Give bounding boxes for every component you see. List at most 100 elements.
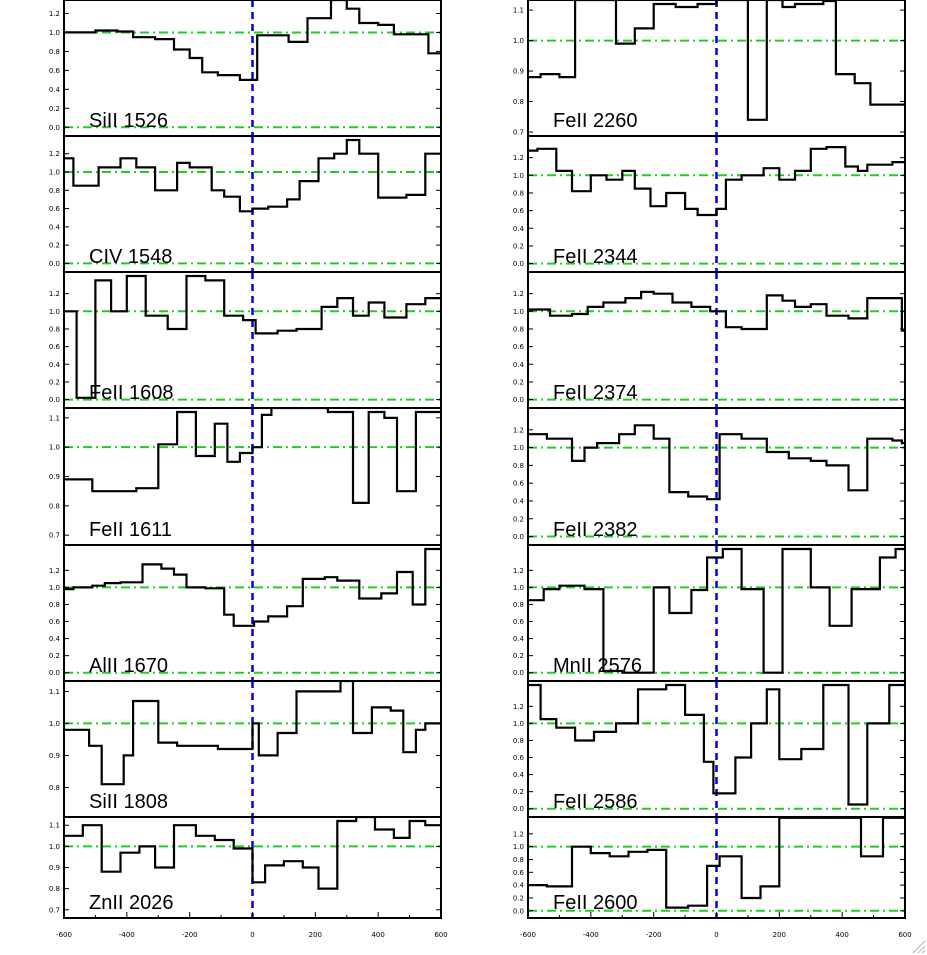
y-tick-label: 1.2 (513, 426, 524, 434)
y-tick-label: 0.2 (513, 242, 524, 250)
y-tick-label: 0.2 (513, 515, 524, 523)
x-tick-label: 0 (714, 931, 718, 939)
y-tick-label: 0.4 (49, 361, 61, 369)
y-tick-label: 1.1 (49, 414, 60, 422)
y-tick-label: 0.8 (513, 98, 524, 106)
flux-spectrum (64, 547, 441, 627)
y-tick-label: 0.2 (49, 652, 60, 660)
y-tick-label: 1.0 (49, 169, 60, 177)
y-tick-label: 0.4 (513, 361, 525, 369)
x-tick-label: 600 (434, 931, 447, 939)
x-tick-label: 400 (835, 931, 848, 939)
y-tick-label: 0.8 (513, 325, 524, 333)
panel-label: FeII 1611 (89, 519, 172, 541)
y-tick-label: 1.2 (513, 830, 524, 838)
panel-label: FeII 2260 (553, 110, 638, 132)
x-tick-label: -600 (56, 931, 72, 939)
y-tick-label: 0.6 (49, 343, 61, 351)
y-tick-label: 1.1 (49, 822, 60, 830)
y-tick-label: 0.6 (513, 480, 525, 488)
y-tick-label: 1.0 (513, 444, 524, 452)
y-tick-label: 1.0 (49, 308, 60, 316)
y-tick-label: 1.2 (49, 150, 60, 158)
y-tick-label: 0.6 (49, 618, 61, 626)
y-tick-label: 0.2 (513, 894, 524, 902)
y-tick-label: 1.0 (513, 37, 524, 45)
y-tick-label: 0.6 (513, 343, 525, 351)
panel-label: FeII 1608 (89, 382, 174, 404)
y-tick-label: 1.0 (49, 720, 60, 728)
y-tick-label: 1.2 (513, 154, 524, 162)
y-tick-label: 0.7 (513, 129, 524, 137)
y-tick-label: 0.8 (49, 187, 60, 195)
y-tick-label: 0.7 (49, 532, 60, 540)
flux-spectrum (64, 408, 441, 504)
y-tick-label: 1.2 (513, 703, 524, 711)
y-tick-label: 0.9 (49, 752, 60, 760)
y-tick-label: 0.2 (49, 105, 60, 113)
flux-spectrum (528, 290, 905, 332)
y-tick-label: 1.0 (49, 29, 60, 37)
y-tick-label: 0.0 (49, 669, 60, 677)
y-tick-label: 1.0 (49, 584, 60, 592)
y-tick-label: 0.0 (513, 260, 524, 268)
y-tick-label: 0.8 (49, 48, 60, 56)
panel-label: FeII 2600 (553, 892, 638, 914)
y-tick-label: 0.8 (513, 462, 524, 470)
y-tick-label: 0.6 (49, 67, 61, 75)
flux-spectrum (64, 138, 441, 213)
x-tick-label: 200 (309, 931, 322, 939)
y-tick-label: 1.0 (513, 308, 524, 316)
y-tick-label: 0.9 (49, 864, 60, 872)
y-tick-label: 0.2 (513, 652, 524, 660)
y-tick-label: 0.8 (49, 601, 60, 609)
y-tick-label: 0.0 (513, 533, 524, 541)
y-tick-label: 1.0 (513, 584, 524, 592)
x-tick-label: 0 (250, 931, 254, 939)
y-tick-label: 0.6 (513, 869, 525, 877)
y-tick-label: 1.1 (513, 7, 524, 15)
y-tick-label: 1.0 (513, 843, 524, 851)
y-tick-label: 0.8 (513, 189, 524, 197)
y-tick-label: 1.2 (513, 290, 524, 298)
y-tick-label: 0.8 (49, 885, 60, 893)
y-tick-label: 0.9 (513, 68, 524, 76)
y-tick-label: 0.0 (513, 396, 524, 404)
y-tick-label: 0.2 (49, 242, 60, 250)
panel-label: AlII 1670 (89, 655, 168, 677)
flux-spectrum (528, 0, 905, 121)
flux-spectrum (64, 817, 441, 890)
y-tick-label: 1.2 (49, 567, 60, 575)
x-tick-label: -400 (583, 931, 599, 939)
y-tick-label: 0.8 (513, 856, 524, 864)
y-tick-label: 0.2 (513, 788, 524, 796)
y-tick-label: 0.9 (49, 473, 60, 481)
y-tick-label: 0.6 (513, 754, 525, 762)
y-tick-label: 0.2 (49, 378, 60, 386)
y-tick-label: 0.6 (513, 207, 525, 215)
flux-spectrum (528, 424, 905, 501)
y-tick-label: 0.4 (513, 497, 525, 505)
flux-spectrum (528, 146, 905, 217)
flux-spectrum (64, 0, 441, 81)
x-tick-label: -200 (646, 931, 662, 939)
panel-label: CIV 1548 (89, 246, 172, 268)
y-tick-label: 0.8 (49, 502, 60, 510)
y-tick-label: 1.0 (513, 172, 524, 180)
flux-spectrum (528, 547, 905, 674)
y-tick-label: 0.0 (49, 124, 60, 132)
y-tick-label: 0.2 (513, 378, 524, 386)
y-tick-label: 1.0 (49, 444, 60, 452)
y-tick-label: 1.0 (513, 720, 524, 728)
x-tick-label: -200 (182, 931, 198, 939)
panel-label: MnII 2576 (553, 655, 642, 677)
panel-label: ZnII 2026 (89, 892, 174, 914)
